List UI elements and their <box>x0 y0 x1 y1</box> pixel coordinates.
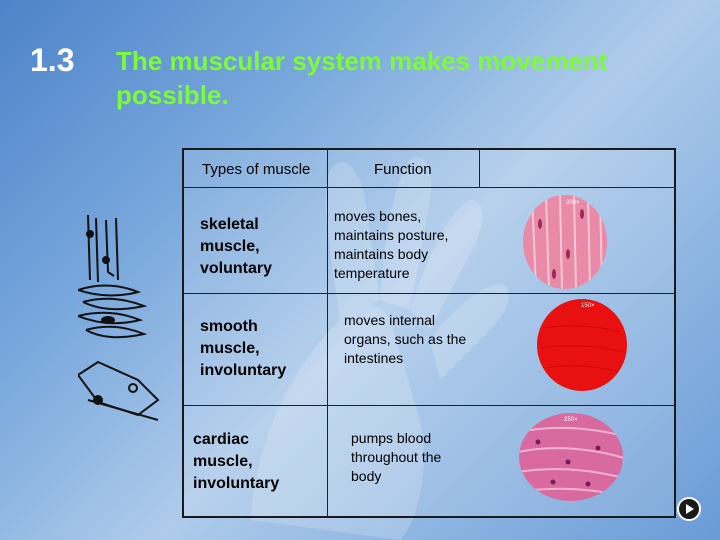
slide-number: 1.3 <box>30 42 75 78</box>
row-type-cardiac: cardiac muscle, involuntary <box>193 431 280 492</box>
skeletal-muscle-micrograph: 200× <box>522 194 608 290</box>
table-divider <box>479 150 480 187</box>
row-type-skeletal: skeletal muscle, voluntary <box>200 216 273 277</box>
muscle-type-icons <box>78 214 160 421</box>
header-function: Function <box>374 161 432 178</box>
magnification-label: 200× <box>566 200 580 206</box>
cardiac-muscle-micrograph: 250× <box>518 412 624 502</box>
row-function-smooth: moves internal organs, such as the intes… <box>344 312 467 366</box>
row-function-cardiac: pumps blood throughout the body <box>351 430 442 484</box>
table-divider <box>184 187 674 188</box>
smooth-muscle-cell-icon <box>78 284 148 339</box>
row-type-smooth: smooth muscle, involuntary <box>200 318 287 379</box>
slide-title: The muscular system makes movement possi… <box>116 46 608 110</box>
play-icon <box>686 504 694 514</box>
table-divider <box>184 405 674 406</box>
skeletal-muscle-fiber-icon <box>86 214 119 283</box>
cardiac-muscle-cell-icon <box>78 360 160 421</box>
table-divider <box>184 293 674 294</box>
smooth-muscle-micrograph: 150× <box>536 298 628 392</box>
row-function-skeletal: moves bones, maintains posture, maintain… <box>334 208 449 281</box>
header-types: Types of muscle <box>202 161 311 178</box>
table-divider <box>327 150 328 516</box>
next-slide-button[interactable] <box>677 497 701 521</box>
magnification-label: 150× <box>581 303 595 309</box>
magnification-label: 250× <box>564 417 578 423</box>
